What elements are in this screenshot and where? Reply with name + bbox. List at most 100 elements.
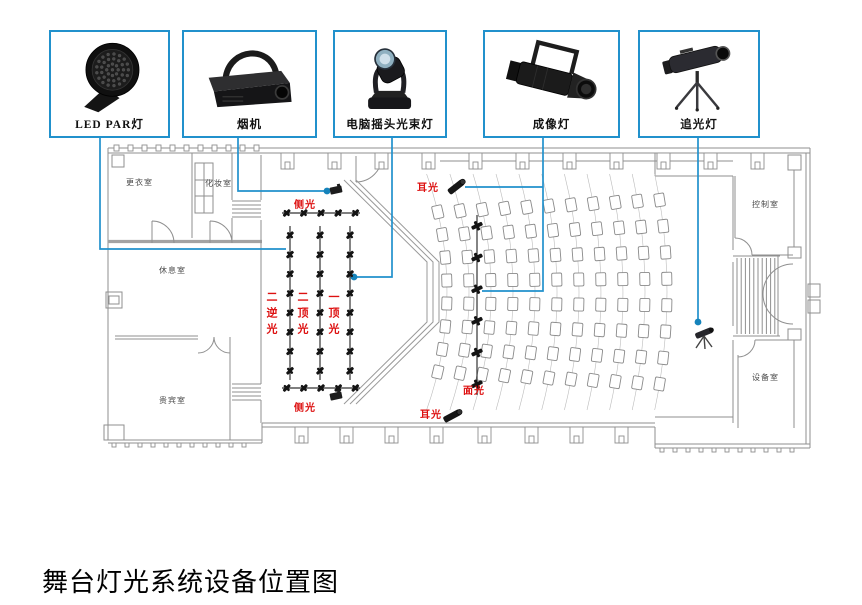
seat	[475, 202, 489, 218]
light-fixture	[351, 209, 360, 217]
seat	[613, 348, 626, 364]
seat	[436, 227, 449, 243]
seat	[609, 194, 622, 210]
seat	[564, 371, 578, 387]
seat	[593, 246, 606, 262]
light-fixture	[346, 289, 354, 298]
light-fixture	[286, 250, 294, 259]
light-fixture	[351, 384, 360, 392]
light-fixture	[346, 250, 354, 259]
seat	[524, 223, 537, 239]
diagram-title: 舞台灯光系统设备位置图	[42, 568, 340, 597]
light-fixture	[316, 289, 324, 298]
seat	[485, 296, 497, 311]
seat	[568, 222, 582, 237]
seat	[635, 219, 648, 235]
follow-spot-marker	[695, 327, 714, 350]
seat	[529, 297, 541, 312]
seat	[613, 220, 626, 236]
light-fixture	[471, 347, 483, 358]
seat	[441, 273, 453, 288]
seat	[615, 246, 628, 261]
seat	[502, 224, 515, 240]
equipment-box-follow-spot: 追光灯	[638, 30, 760, 138]
seat	[568, 347, 582, 362]
light-fixture	[286, 270, 294, 278]
light-fixture	[316, 250, 324, 259]
equipment-label: 电脑摇头光束灯	[346, 119, 434, 131]
seat	[542, 198, 556, 214]
seat	[657, 350, 670, 366]
light-label-toplight-2: 二顶光	[296, 291, 308, 339]
light-fixture	[286, 308, 294, 317]
seat	[595, 297, 607, 312]
seat	[529, 272, 541, 287]
seat	[453, 365, 467, 381]
seat	[637, 323, 650, 339]
seat	[483, 320, 496, 335]
wall-piers	[111, 144, 795, 453]
seat	[631, 193, 644, 209]
seat	[573, 297, 585, 312]
seat	[661, 298, 673, 313]
seat	[573, 272, 585, 287]
seat	[542, 370, 556, 386]
seat	[502, 344, 515, 360]
seat	[549, 247, 562, 263]
plan-fixtures	[329, 178, 714, 423]
fog-machine-marker	[329, 183, 343, 195]
seat	[653, 376, 666, 392]
equipment-label: LED PAR灯	[75, 119, 144, 131]
light-fixture	[346, 366, 354, 375]
profile-spot-icon	[506, 39, 597, 100]
light-fixture	[471, 221, 483, 231]
seat	[441, 296, 453, 311]
seat	[661, 271, 673, 286]
seat	[458, 226, 471, 242]
seat	[595, 272, 607, 287]
seat	[551, 272, 563, 287]
seat	[505, 320, 518, 336]
light-fixture	[286, 231, 294, 240]
seat	[498, 200, 511, 216]
light-fixture	[471, 284, 483, 294]
light-label-ear-bottom: 耳光	[420, 410, 442, 421]
seat	[659, 245, 672, 260]
light-label-side-top: 侧光	[294, 200, 316, 211]
seat	[463, 296, 475, 311]
light-fixture	[299, 384, 308, 392]
seat	[615, 323, 628, 338]
fog-machine-icon	[208, 50, 292, 108]
seat	[527, 248, 540, 263]
light-fixture	[317, 209, 325, 217]
equipment-box-fog-machine: 烟机	[182, 30, 317, 138]
light-fixture	[316, 347, 324, 356]
light-fixture	[316, 231, 324, 240]
seat	[637, 245, 650, 261]
room-label-control: 控制室	[752, 200, 779, 209]
fog-machine-marker	[329, 389, 343, 401]
light-label-ear-top: 耳光	[417, 183, 439, 194]
connection-lines	[99, 138, 699, 319]
light-fixture	[346, 231, 354, 240]
seat	[431, 204, 445, 220]
seat	[505, 248, 518, 264]
seat	[639, 271, 651, 287]
seat	[453, 203, 467, 219]
light-fixture	[299, 209, 308, 217]
seat	[546, 346, 559, 361]
seat	[520, 199, 534, 215]
light-fixture	[471, 379, 483, 389]
light-fixture	[286, 347, 294, 356]
light-fixture	[334, 384, 343, 392]
light-fixture	[346, 308, 354, 317]
light-fixture	[316, 328, 324, 336]
seat	[483, 249, 496, 264]
seat	[617, 297, 629, 312]
room-label-changing: 更衣室	[126, 178, 153, 187]
seat	[593, 322, 606, 338]
seat	[586, 196, 600, 212]
seat	[507, 272, 519, 288]
